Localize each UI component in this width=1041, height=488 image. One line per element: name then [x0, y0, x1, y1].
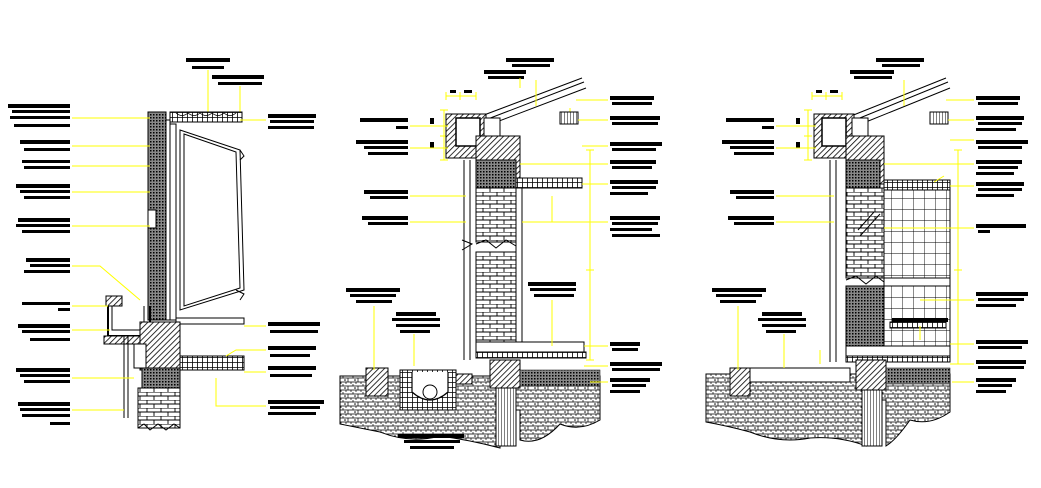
brick-wall: [475, 187, 517, 243]
footing: [855, 359, 887, 391]
note-labels-left: [346, 118, 464, 449]
dimension-lines: [804, 80, 962, 365]
leader-lines: [215, 119, 266, 407]
header-note-block: [484, 58, 554, 79]
window-opening: [179, 129, 245, 311]
leader-lines: [520, 99, 608, 383]
vent-grille: [929, 111, 949, 125]
leader-lines: [373, 78, 521, 370]
note-labels-left: [8, 104, 70, 425]
dimension-text: [796, 90, 838, 148]
wall-section-2: [339, 58, 662, 449]
header-note-block: [186, 58, 264, 85]
leader-lines: [737, 99, 974, 383]
vent-grille: [559, 111, 579, 125]
footing: [489, 359, 521, 389]
header-note-block: [850, 58, 924, 79]
leader-lines: [207, 70, 241, 112]
ground: [705, 373, 951, 447]
note-labels-right: [268, 114, 324, 415]
brick-wall: [845, 187, 885, 279]
wall-section-1: [8, 58, 324, 431]
note-labels-left: [712, 118, 806, 333]
dimension-lines: [440, 80, 594, 361]
tiled-window-upper: [883, 189, 951, 279]
dimension-text: [430, 90, 472, 148]
brick-foundation: [137, 387, 181, 429]
leader-lines: [72, 117, 150, 411]
tiled-window-lower: [883, 285, 951, 347]
ceiling-band: [169, 111, 243, 123]
note-labels-right: [892, 96, 1028, 393]
note-labels-right: [528, 96, 662, 393]
wall-section-3: [705, 58, 1028, 447]
